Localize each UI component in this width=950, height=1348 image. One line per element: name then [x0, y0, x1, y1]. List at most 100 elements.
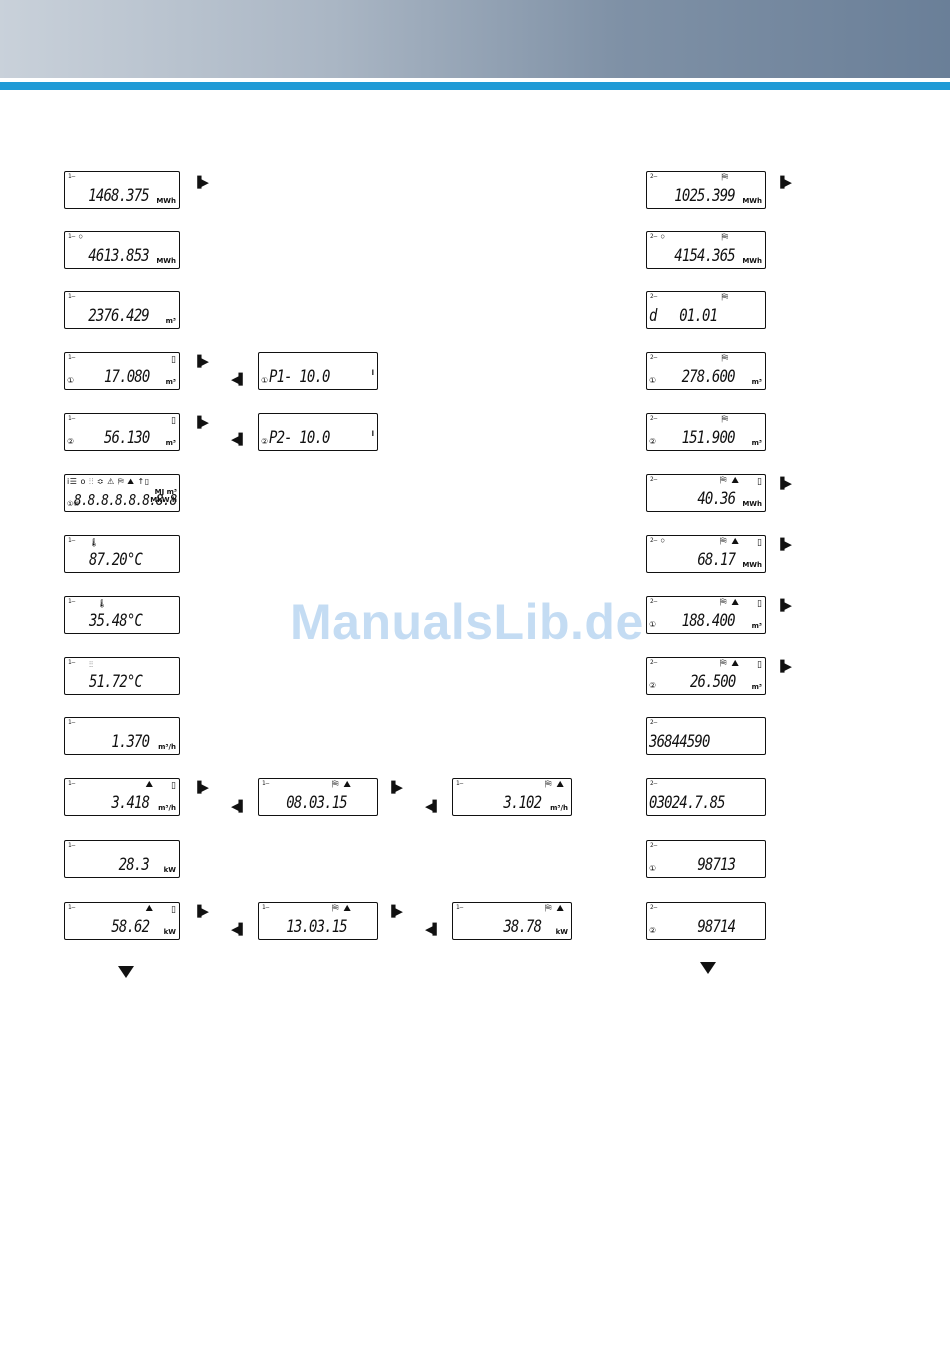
display-unit: MWh [742, 500, 762, 508]
display-unit: MWh [742, 197, 762, 205]
down-triangle-icon [118, 966, 134, 978]
lcd-display: 2— 36844590 [646, 717, 766, 755]
lcd-display: 1— ○ 4613.853 MWh [64, 231, 180, 269]
logger-icon: ▯ [171, 355, 176, 365]
tariff-indicator: ② [649, 681, 657, 690]
back-arrow-icon: ◀▌ [231, 373, 247, 386]
back-arrow-icon: ◀▌ [231, 800, 247, 813]
watermark: ManualsLib.de [290, 594, 644, 650]
lcd-display: 1— 🌡 35.48°C [64, 596, 180, 634]
display-unit: m³ [165, 439, 176, 447]
display-unit: MWh [742, 257, 762, 265]
channel-indicator: 1— [456, 780, 464, 787]
lcd-display: 1— 28.3 kW [64, 840, 180, 878]
max-icon: ⛿ [721, 415, 729, 425]
lcd-display: 2— ⛿ ⛰ ▯ 40.36 MWh [646, 474, 766, 512]
channel-indicator: 1— [68, 904, 76, 911]
display-value: 26.500 [689, 672, 736, 692]
display-value: 3.418 [111, 793, 150, 813]
tariff-indicator: ② [67, 437, 75, 446]
forward-arrow-icon: ▐▶ [387, 781, 403, 794]
display-value: P1- 10.0 [269, 367, 330, 387]
display-unit: m³ [751, 439, 762, 447]
display-value: 1.370 [111, 732, 150, 752]
lcd-display: 1— 1468.375 MWh [64, 171, 180, 209]
display-value: 35.48°C [89, 611, 143, 631]
channel-indicator: 2— [650, 598, 658, 605]
display-unit: l [371, 430, 374, 438]
back-arrow-icon: ◀▌ [231, 433, 247, 446]
display-unit: m³/h [158, 804, 176, 812]
channel-indicator: 2— [650, 842, 658, 849]
lcd-display: 1— ⛰ ▯ 3.418 m³/h [64, 778, 180, 816]
logger-icon: ▯ [171, 905, 176, 915]
display-unit: kW [555, 928, 568, 936]
display-unit: MWh [156, 197, 176, 205]
logger-icon: ▯ [757, 538, 762, 548]
lcd-display: 1— ⛰ ▯ 58.62 kW [64, 902, 180, 940]
forward-arrow-icon: ▐▶ [193, 355, 209, 368]
display-value: 1468.375 [88, 186, 149, 206]
channel-indicator: 1— [68, 719, 76, 726]
thermometer-icon: 🌡 [89, 538, 100, 547]
lcd-display: 2— ① ⛿ 278.600 m³ [646, 352, 766, 390]
tariff-indicator: ① [649, 376, 657, 385]
forward-arrow-icon: ▐▶ [193, 781, 209, 794]
display-value: 87.20°C [89, 550, 143, 570]
max-graph-icon: ⛿ ⛰ [720, 537, 740, 547]
lcd-display: 1— 🌡 87.20°C [64, 535, 180, 573]
max-graph-icon: ⛿ ⛰ [545, 904, 565, 914]
display-value: 68.17 [697, 550, 736, 570]
display-unit: m³ [165, 378, 176, 386]
max-graph-icon: ⛿ ⛰ [720, 476, 740, 486]
lcd-display: 2— ○ ⛿ ⛰ ▯ 68.17 MWh [646, 535, 766, 573]
channel-indicator: 1— [68, 659, 76, 666]
max-icon: ⛿ [721, 233, 729, 243]
display-value: 4613.853 [88, 246, 149, 266]
lcd-display: 1— 2376.429 m³ [64, 291, 180, 329]
display-unit: m³ [751, 378, 762, 386]
forward-arrow-icon: ▐▶ [776, 660, 792, 673]
display-value: 03024.7.85 [649, 793, 726, 813]
display-unit: m³/h [550, 804, 568, 812]
max-icon: ⛿ [721, 354, 729, 364]
down-triangle-icon [700, 962, 716, 974]
channel-indicator: 2— [650, 354, 658, 361]
lcd-display: 2— ① 98713 [646, 840, 766, 878]
display-value: 13.03.15 [286, 917, 347, 937]
lcd-display: 2— ⛿ 1025.399 MWh [646, 171, 766, 209]
tariff-indicator: ② [261, 437, 269, 446]
channel-indicator: 2— ○ [650, 537, 665, 544]
logger-icon: ▯ [757, 599, 762, 609]
channel-indicator: 1— [456, 904, 464, 911]
display-unit: MWh [156, 257, 176, 265]
lcd-display: 2— ② ⛿ 151.900 m³ [646, 413, 766, 451]
forward-arrow-icon: ▐▶ [776, 599, 792, 612]
forward-arrow-icon: ▐▶ [193, 176, 209, 189]
lcd-display: 2— ⛿ d 01.01 [646, 291, 766, 329]
lcd-display: 1— ⛿ ⛰ 13.03.15 [258, 902, 378, 940]
lcd-display: 2— ○ ⛿ 4154.365 MWh [646, 231, 766, 269]
max-graph-icon: ⛿ ⛰ [332, 904, 352, 914]
display-value: 278.600 [681, 367, 736, 387]
thermometer-pair-icon: ⫶⫶ [89, 660, 93, 669]
graph-icon: ⛰ [145, 780, 154, 790]
display-unit: m³ [165, 317, 176, 325]
tariff-indicator: ①② [67, 500, 80, 508]
channel-indicator: 1— [68, 354, 76, 361]
lcd-display: 1— ① ▯ 17.080 m³ [64, 352, 180, 390]
back-arrow-icon: ◀▌ [425, 923, 441, 936]
display-unit: kW [163, 928, 176, 936]
forward-arrow-icon: ▐▶ [193, 905, 209, 918]
display-value: d 01.01 [649, 306, 718, 326]
logger-icon: ▯ [757, 477, 762, 487]
display-unit: m³/h [158, 743, 176, 751]
back-arrow-icon: ◀▌ [231, 923, 247, 936]
display-unit: m³ [751, 622, 762, 630]
display-value: 51.72°C [89, 672, 143, 692]
lcd-segment-test: i☰ o ⫶⫶ ≎ ⚠ ⛿ ⛰ ↑▯ ①② 8.8.8.8.8.8.8.8 MJ… [64, 474, 180, 512]
tariff-indicator: ② [649, 926, 657, 935]
forward-arrow-icon: ▐▶ [387, 905, 403, 918]
lcd-display: 1— 1.370 m³/h [64, 717, 180, 755]
tariff-indicator: ① [261, 376, 269, 385]
